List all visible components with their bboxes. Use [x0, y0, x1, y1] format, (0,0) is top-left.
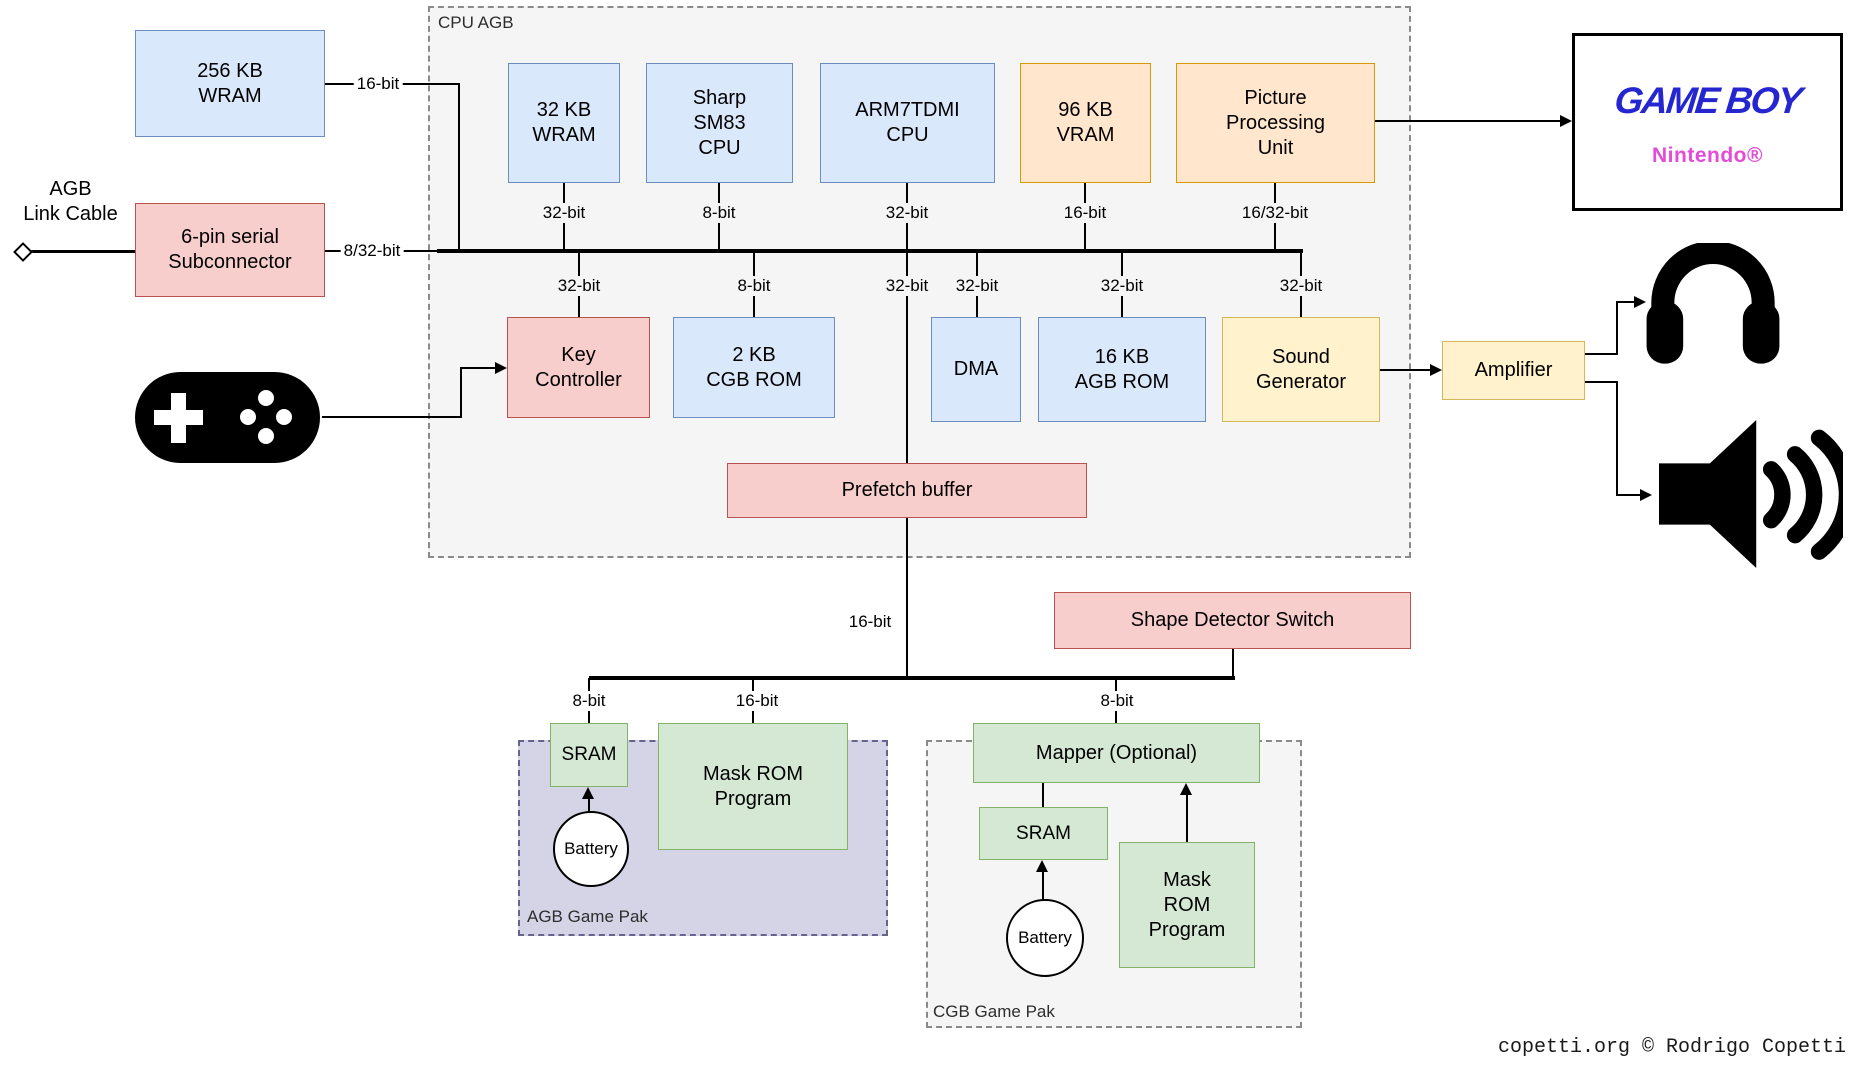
box-dma: DMA [931, 317, 1021, 422]
bus-label-mask-rom-agb: 16-bit [732, 691, 782, 711]
bus-label-wram32: 32-bit [539, 203, 589, 223]
box-32kb-wram: 32 KB WRAM [508, 63, 620, 183]
box-arm7tdmi-cpu: ARM7TDMI CPU [820, 63, 995, 183]
bus-label-prefetch-lower: 16-bit [845, 612, 895, 632]
box-shape-detector-switch: Shape Detector Switch [1054, 592, 1411, 649]
bus-label-serial: 8/32-bit [340, 241, 404, 261]
nintendo-logo: Nintendo® [1652, 144, 1763, 167]
headphones-icon [1646, 243, 1780, 364]
speaker-icon [1658, 419, 1843, 569]
box-mapper-optional: Mapper (Optional) [973, 723, 1260, 783]
amp-spk-line-v [1616, 381, 1618, 496]
amplifier-arrowhead [1430, 363, 1442, 376]
battery-agb-line [588, 795, 590, 812]
footer-credit: copetti.org © Rodrigo Copetti [1497, 1036, 1846, 1059]
bus-label-cgb-rom: 8-bit [734, 276, 774, 296]
bus-label-dma: 32-bit [952, 276, 1002, 296]
gameboy-logo: GAME BOY [1612, 80, 1803, 121]
box-sharp-sm83-cpu: Sharp SM83 CPU [646, 63, 793, 183]
ppu-gameboy-line [1375, 120, 1562, 122]
battery-agb-circle: Battery [553, 811, 629, 887]
bus-label-sound: 32-bit [1276, 276, 1326, 296]
box-sram-agb: SRAM [550, 723, 628, 787]
battery-cgb-arrowhead [1036, 860, 1048, 872]
bus-label-sram-agb: 8-bit [569, 691, 609, 711]
mask-rom-cgb-arrowhead [1180, 783, 1192, 795]
box-sound-generator: Sound Generator [1222, 317, 1380, 422]
box-prefetch-buffer: Prefetch buffer [727, 463, 1087, 518]
bus-label-agb-rom: 32-bit [1097, 276, 1147, 296]
bus-label-key: 32-bit [554, 276, 604, 296]
link-cable-line [28, 250, 135, 253]
box-sram-cgb: SRAM [979, 807, 1108, 860]
wram256-bus-drop [458, 83, 460, 251]
gameboy-screen: GAME BOY Nintendo® [1572, 33, 1843, 211]
amp-spk-line-h2 [1616, 494, 1642, 496]
headphones-arrowhead [1634, 295, 1646, 308]
bus-label-vram96: 16-bit [1060, 203, 1110, 223]
battery-agb-arrowhead [582, 787, 594, 799]
box-amplifier: Amplifier [1442, 341, 1585, 400]
shape-drop [1232, 649, 1234, 678]
cartridge-bus-line [589, 676, 1235, 680]
key-controller-arrowhead [495, 361, 507, 374]
prefetch-cart-line [906, 518, 908, 678]
box-mask-rom-agb: Mask ROM Program [658, 723, 848, 850]
amp-hp-line-h1 [1585, 353, 1618, 355]
bus-label-sm83: 8-bit [699, 203, 739, 223]
arm7-prefetch-line [906, 183, 908, 465]
cpu-agb-group-label: CPU AGB [438, 13, 514, 32]
box-96kb-vram: 96 KB VRAM [1020, 63, 1151, 183]
mask-rom-cgb-line [1186, 792, 1188, 842]
battery-cgb-circle: Battery [1006, 899, 1084, 977]
gamepad-line-h [322, 416, 462, 418]
box-mask-rom-cgb: Mask ROM Program [1119, 842, 1255, 968]
bus-label-ppu: 16/32-bit [1238, 203, 1312, 223]
bus-label-mapper: 8-bit [1097, 691, 1137, 711]
box-serial-subconnector: 6-pin serial Subconnector [135, 203, 325, 297]
box-2kb-cgb-rom: 2 KB CGB ROM [673, 317, 835, 418]
amp-hp-line-h2 [1616, 301, 1636, 303]
gamepad-icon [135, 372, 320, 463]
agb-game-pak-label: AGB Game Pak [527, 907, 648, 926]
gameboy-arrowhead [1560, 114, 1572, 127]
speaker-arrowhead [1640, 488, 1652, 501]
box-picture-processing-unit: Picture Processing Unit [1176, 63, 1375, 183]
bus-label-wram256: 16-bit [353, 74, 403, 94]
sound-amp-line [1380, 369, 1432, 371]
main-bus-line [437, 249, 1303, 253]
agb-link-cable-label: AGB Link Cable [23, 178, 118, 225]
amp-spk-line-h1 [1585, 381, 1618, 383]
amp-hp-line-v [1616, 301, 1618, 355]
bus-label-prefetch-upper: 32-bit [882, 276, 932, 296]
box-16kb-agb-rom: 16 KB AGB ROM [1038, 317, 1206, 422]
box-256kb-wram: 256 KB WRAM [135, 30, 325, 137]
cgb-game-pak-label: CGB Game Pak [933, 1002, 1055, 1021]
diamond-connector-icon [13, 242, 33, 262]
box-key-controller: Key Controller [507, 317, 650, 418]
bus-label-arm7: 32-bit [882, 203, 932, 223]
gamepad-line-h2 [460, 367, 497, 369]
mapper-sram-line [1042, 783, 1044, 807]
gamepad-line-v [460, 367, 462, 418]
battery-cgb-line [1042, 868, 1044, 900]
